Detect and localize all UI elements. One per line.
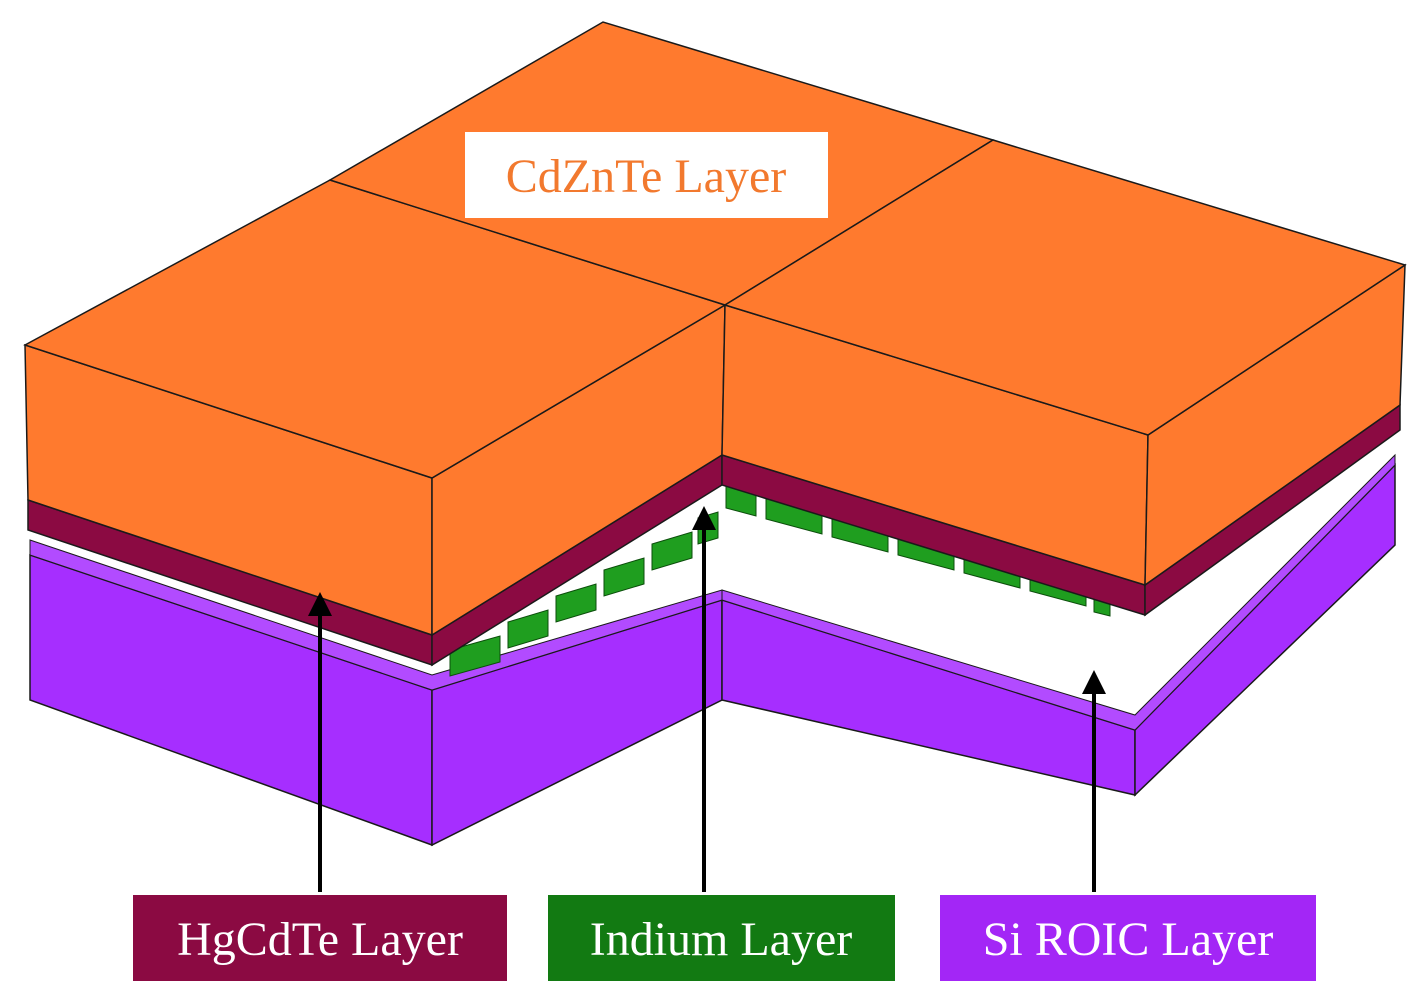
indium-bump xyxy=(449,635,501,677)
indium-label-text: Indium Layer xyxy=(590,913,853,966)
cdznte-label-text: CdZnTe Layer xyxy=(506,150,787,203)
indium-bump xyxy=(555,583,597,623)
cdznte-layer xyxy=(23,21,1407,637)
indium-label-box xyxy=(548,895,895,981)
si-roic-label-box xyxy=(940,895,1316,981)
indium-bump xyxy=(507,609,549,649)
si-roic-top-right xyxy=(721,453,1396,731)
indium-label: Indium Layer xyxy=(548,895,895,981)
si-roic-label: Si ROIC Layer xyxy=(940,895,1316,981)
hgcdte-label-text: HgCdTe Layer xyxy=(177,913,463,966)
si-roic-label-text: Si ROIC Layer xyxy=(983,913,1274,966)
indium-bump xyxy=(651,531,693,571)
cdznte-top-front-right xyxy=(723,139,1407,436)
indium-bump xyxy=(603,557,645,597)
si-roic-layer xyxy=(29,453,1396,847)
hgcdte-label-box xyxy=(133,895,507,981)
hgcdte-layer xyxy=(27,403,1401,667)
arrows xyxy=(308,506,1106,892)
indium-bump xyxy=(697,511,719,545)
cdznte-label: CdZnTe Layer xyxy=(465,132,828,218)
hgcdte-label: HgCdTe Layer xyxy=(133,895,507,981)
cdznte-label-box xyxy=(465,132,828,218)
